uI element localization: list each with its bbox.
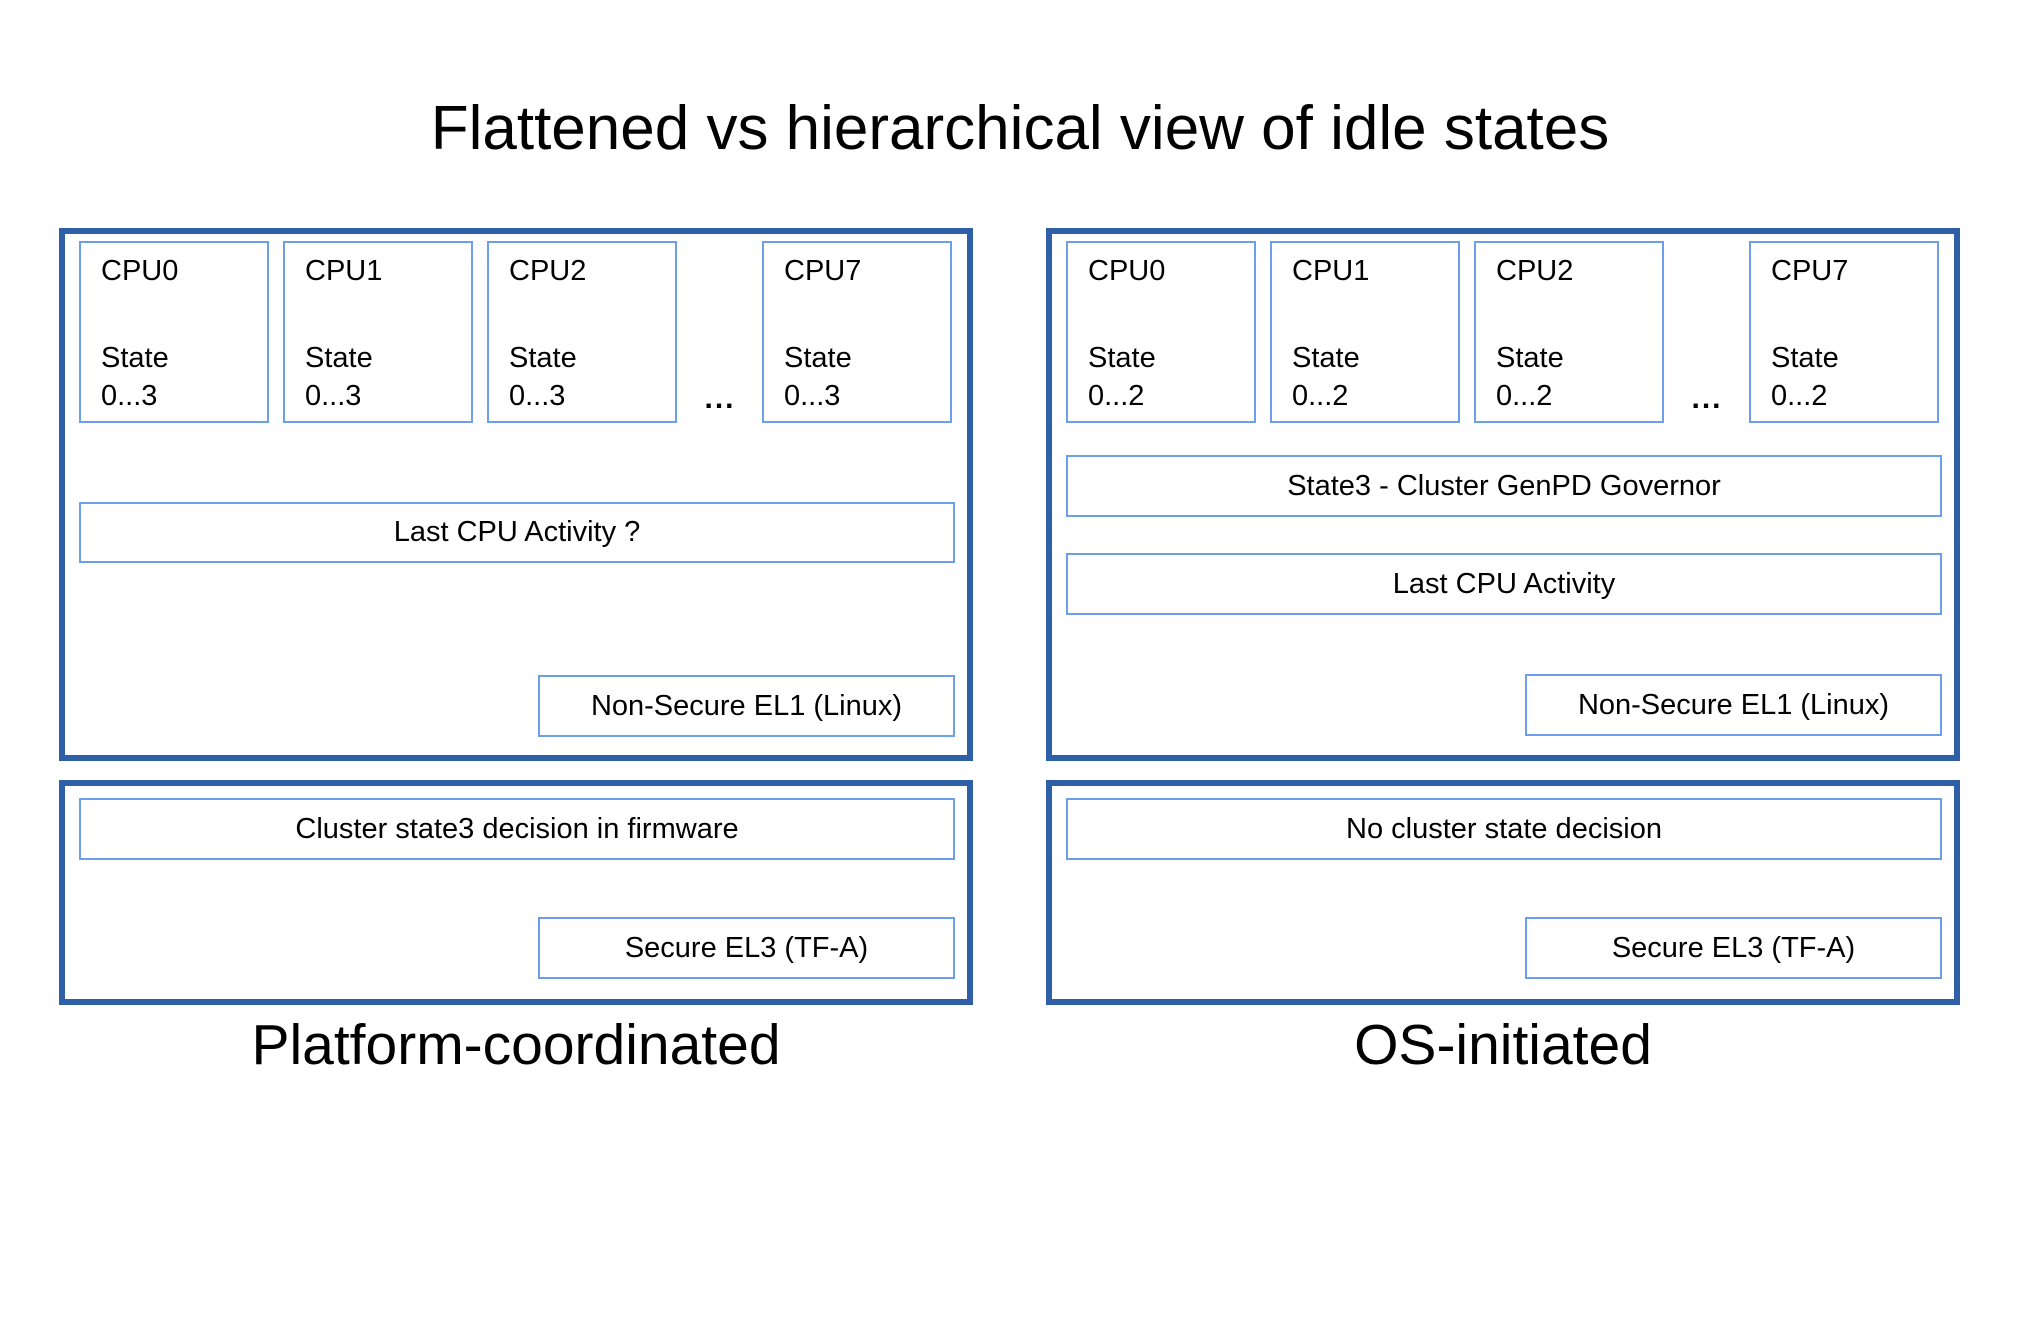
last-cpu-activity-box: Last CPU Activity <box>1066 553 1942 615</box>
cpu-state: State 0...3 <box>305 342 373 412</box>
left-cpu0-box: CPU0 State 0...3 <box>79 241 269 423</box>
cpu-ellipsis: ... <box>1691 382 1723 415</box>
cpu-state: State 0...2 <box>1088 342 1156 412</box>
cpu-state: State 0...2 <box>1496 342 1564 412</box>
cpu-name: CPU0 <box>1088 255 1166 287</box>
cluster-state3-firmware-box: Cluster state3 decision in firmware <box>79 798 955 860</box>
state3-genpd-governor-box: State3 - Cluster GenPD Governor <box>1066 455 1942 517</box>
cpu-ellipsis: ... <box>704 382 736 415</box>
right-cpu7-box: CPU7 State 0...2 <box>1749 241 1939 423</box>
cpu-name: CPU1 <box>305 255 383 287</box>
cpu-state: State 0...3 <box>784 342 852 412</box>
cpu-name: CPU2 <box>1496 255 1574 287</box>
right-nonsecure-world-box: CPU0 State 0...2 CPU1 State 0...2 CPU2 S… <box>1046 228 1960 761</box>
left-cpu1-box: CPU1 State 0...3 <box>283 241 473 423</box>
secure-el3-tfa-box: Secure EL3 (TF-A) <box>1525 917 1942 979</box>
no-cluster-state-decision-box: No cluster state decision <box>1066 798 1942 860</box>
slide-title: Flattened vs hierarchical view of idle s… <box>430 94 1610 163</box>
right-cpu1-box: CPU1 State 0...2 <box>1270 241 1460 423</box>
right-cpu0-box: CPU0 State 0...2 <box>1066 241 1256 423</box>
cpu-name: CPU0 <box>101 255 179 287</box>
last-cpu-activity-question-box: Last CPU Activity ? <box>79 502 955 563</box>
right-cpu2-box: CPU2 State 0...2 <box>1474 241 1664 423</box>
cpu-name: CPU7 <box>1771 255 1849 287</box>
cpu-name: CPU2 <box>509 255 587 287</box>
cpu-state: State 0...2 <box>1292 342 1360 412</box>
nonsecure-el1-linux-box: Non-Secure EL1 (Linux) <box>1525 674 1942 736</box>
left-cpu7-box: CPU7 State 0...3 <box>762 241 952 423</box>
cpu-state: State 0...3 <box>509 342 577 412</box>
right-secure-world-box: No cluster state decision Secure EL3 (TF… <box>1046 780 1960 1005</box>
cpu-name: CPU7 <box>784 255 862 287</box>
cpu-state: State 0...3 <box>101 342 169 412</box>
platform-coordinated-caption: Platform-coordinated <box>251 1013 781 1077</box>
os-initiated-caption: OS-initiated <box>1354 1013 1652 1077</box>
left-nonsecure-world-box: CPU0 State 0...3 CPU1 State 0...3 CPU2 S… <box>59 228 973 761</box>
left-cpu2-box: CPU2 State 0...3 <box>487 241 677 423</box>
nonsecure-el1-linux-box: Non-Secure EL1 (Linux) <box>538 675 955 737</box>
left-secure-world-box: Cluster state3 decision in firmware Secu… <box>59 780 973 1005</box>
cpu-name: CPU1 <box>1292 255 1370 287</box>
cpu-state: State 0...2 <box>1771 342 1839 412</box>
secure-el3-tfa-box: Secure EL3 (TF-A) <box>538 917 955 979</box>
